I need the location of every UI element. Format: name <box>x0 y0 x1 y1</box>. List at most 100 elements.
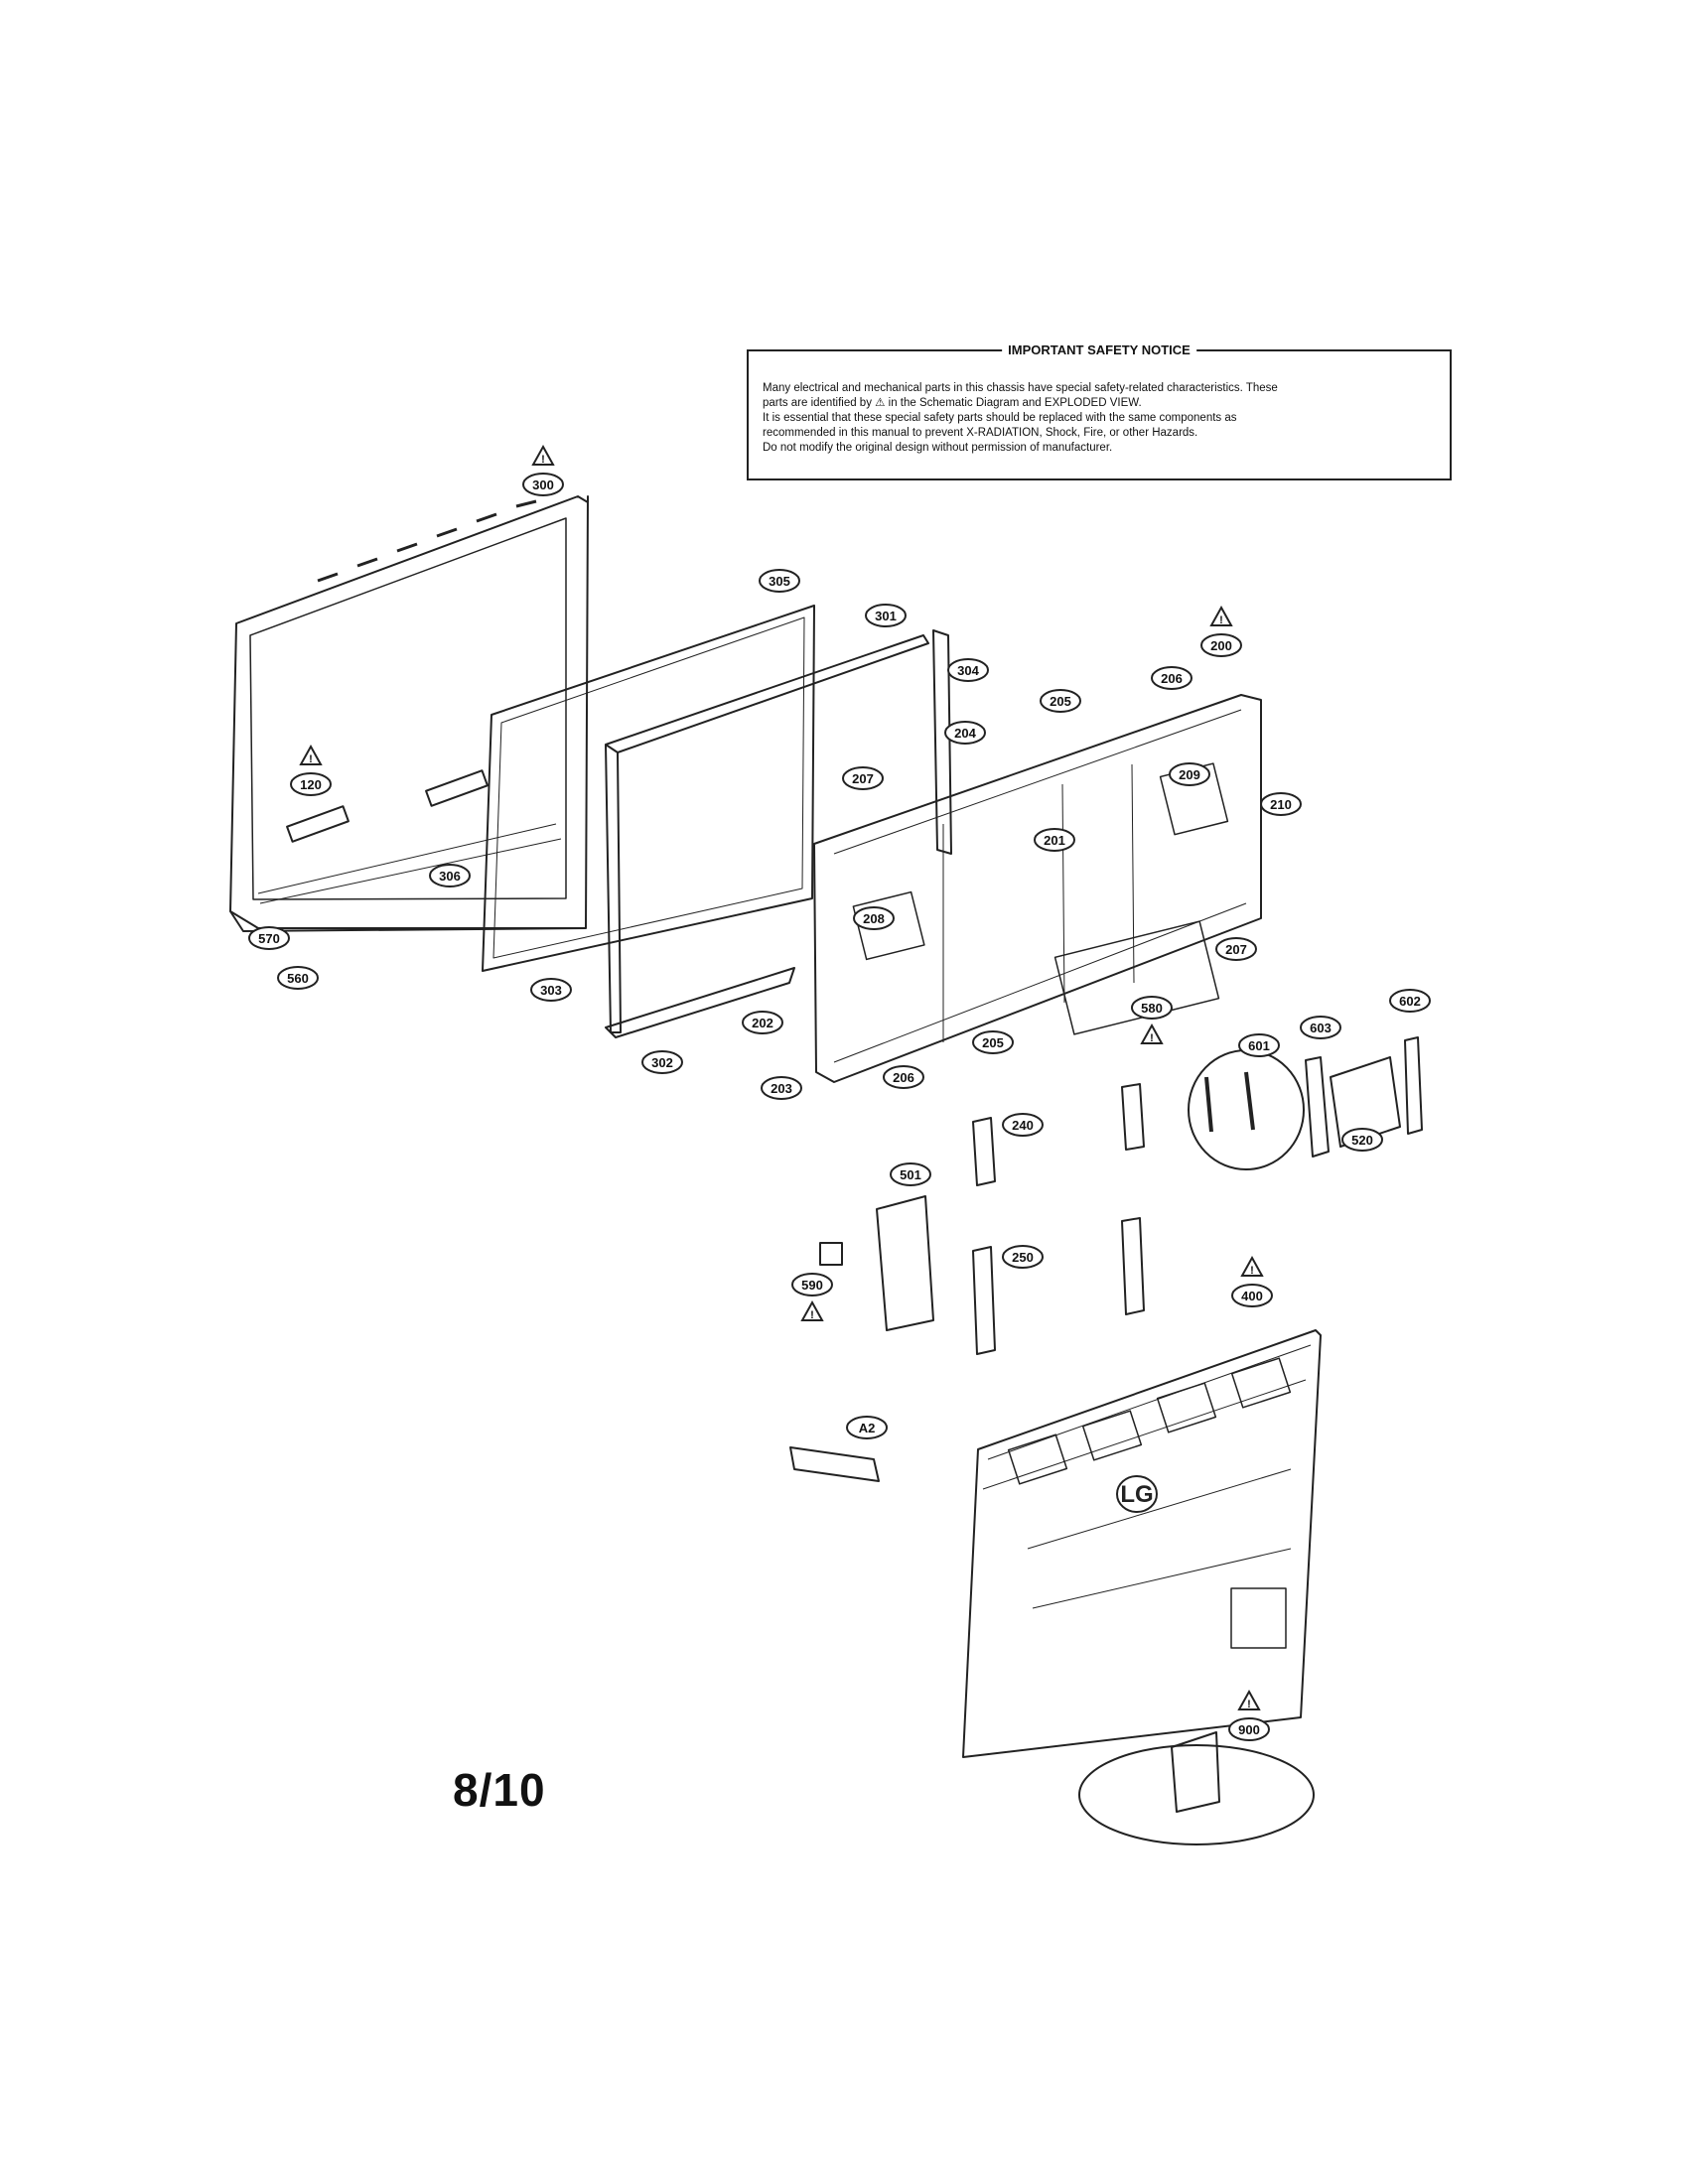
callout-oval <box>1034 828 1075 852</box>
warning-triangle-icon <box>1209 605 1233 626</box>
part-callout-580: 580! <box>1131 996 1173 1044</box>
callout-label: 602 <box>1399 994 1421 1009</box>
callout-oval <box>522 473 564 496</box>
part-callout-302: 302 <box>641 1050 683 1074</box>
callout-label: 203 <box>771 1081 792 1096</box>
callout-label: 501 <box>900 1167 921 1182</box>
warning-mark: ! <box>1247 1699 1251 1710</box>
safety-notice-line: recommended in this manual to prevent X-… <box>763 427 1198 439</box>
callout-oval <box>1300 1016 1341 1039</box>
callout-oval <box>759 569 800 593</box>
callout-label: A2 <box>859 1421 876 1435</box>
callout-oval <box>1260 792 1302 816</box>
safety-notice-line: Many electrical and mechanical parts in … <box>763 382 1278 394</box>
callout-label: 520 <box>1351 1133 1373 1148</box>
warning-triangle-icon <box>531 444 555 466</box>
safety-notice: IMPORTANT SAFETY NOTICE Many electrical … <box>747 342 1452 480</box>
warning-mark: ! <box>1219 614 1223 626</box>
callout-oval <box>846 1416 888 1439</box>
front-bezel-drawing <box>229 495 589 932</box>
callout-label: 205 <box>982 1035 1004 1050</box>
part-callout-201: 201 <box>1034 828 1075 852</box>
warning-mark: ! <box>1250 1265 1254 1277</box>
warning-triangle-icon <box>299 744 323 765</box>
callout-label: 305 <box>769 574 790 589</box>
callout-oval <box>277 966 319 990</box>
callout-label: 207 <box>1225 942 1247 957</box>
warning-triangle-icon <box>1140 1023 1164 1044</box>
callout-oval <box>1169 762 1210 786</box>
callout-oval <box>853 906 895 930</box>
callout-oval <box>944 721 986 745</box>
callout-oval <box>1002 1245 1044 1269</box>
callout-oval <box>290 772 332 796</box>
callout-oval <box>972 1030 1014 1054</box>
part-callout-601: 601 <box>1238 1033 1280 1057</box>
part-callout-202: 202 <box>742 1011 783 1034</box>
part-callout-305: 305 <box>759 569 800 593</box>
chassis-drawing <box>605 694 1262 1083</box>
part-callout-206: 206 <box>883 1065 924 1089</box>
callout-oval <box>742 1011 783 1034</box>
part-callout-603: 603 <box>1300 1016 1341 1039</box>
callout-label: 204 <box>954 726 976 741</box>
warning-mark: ! <box>541 454 545 466</box>
callout-label: 202 <box>752 1016 773 1030</box>
callout-oval <box>842 766 884 790</box>
glass-panel-drawing <box>482 605 815 972</box>
part-callout-303: 303 <box>530 978 572 1002</box>
part-callout-501: 501 <box>890 1162 931 1186</box>
callout-label: 250 <box>1012 1250 1034 1265</box>
part-callout-602: 602 <box>1389 989 1431 1013</box>
callout-label: 210 <box>1270 797 1292 812</box>
callout-label: 207 <box>852 771 874 786</box>
callout-label: 206 <box>893 1070 914 1085</box>
part-callout-570: 570 <box>248 926 290 950</box>
part-callout-250: 250 <box>1002 1245 1044 1269</box>
part-callout-120: 120! <box>290 744 332 796</box>
safety-notice-line: Do not modify the original design withou… <box>763 442 1113 454</box>
callout-oval <box>761 1076 802 1100</box>
callout-oval <box>429 864 471 887</box>
safety-notice-title: IMPORTANT SAFETY NOTICE <box>1002 342 1196 357</box>
callout-label: 300 <box>532 478 554 492</box>
part-callout-207: 207 <box>1215 937 1257 961</box>
callout-oval <box>865 604 907 627</box>
callout-label: 205 <box>1050 694 1071 709</box>
warning-mark: ! <box>810 1309 814 1321</box>
part-callout-560: 560 <box>277 966 319 990</box>
part-callout-210: 210 <box>1260 792 1302 816</box>
stand-drawing <box>789 1446 1315 1845</box>
callout-label: 304 <box>957 663 979 678</box>
inner-frame-drawing <box>605 629 952 1033</box>
part-callout-A2: A2 <box>846 1416 888 1439</box>
callout-oval <box>1238 1033 1280 1057</box>
callout-oval <box>890 1162 931 1186</box>
warning-triangle-icon <box>800 1299 824 1321</box>
safety-notice-line: It is essential that these special safet… <box>763 412 1237 424</box>
callout-oval <box>1151 666 1193 690</box>
callout-oval <box>248 926 290 950</box>
part-callout-240: 240 <box>1002 1113 1044 1137</box>
callout-label: 206 <box>1161 671 1183 686</box>
part-callout-204: 204 <box>944 721 986 745</box>
back-cover-drawing <box>962 1329 1322 1758</box>
warning-mark: ! <box>309 753 313 765</box>
part-callouts: 300!305301304200!20620520420921020720112… <box>248 444 1431 1741</box>
callout-label: 560 <box>287 971 309 986</box>
warning-triangle-icon <box>1240 1255 1264 1277</box>
callout-oval <box>1389 989 1431 1013</box>
callout-label: 301 <box>875 609 897 623</box>
part-callout-203: 203 <box>761 1076 802 1100</box>
callout-label: 900 <box>1238 1722 1260 1737</box>
callout-oval <box>883 1065 924 1089</box>
callout-oval <box>1231 1284 1273 1307</box>
callout-oval <box>530 978 572 1002</box>
callout-label: 306 <box>439 869 461 884</box>
callout-oval <box>641 1050 683 1074</box>
callout-label: 570 <box>258 931 280 946</box>
callout-oval <box>1341 1128 1383 1152</box>
part-callout-207: 207 <box>842 766 884 790</box>
callout-label: 208 <box>863 911 885 926</box>
page-number: 8/10 <box>453 1764 546 1816</box>
